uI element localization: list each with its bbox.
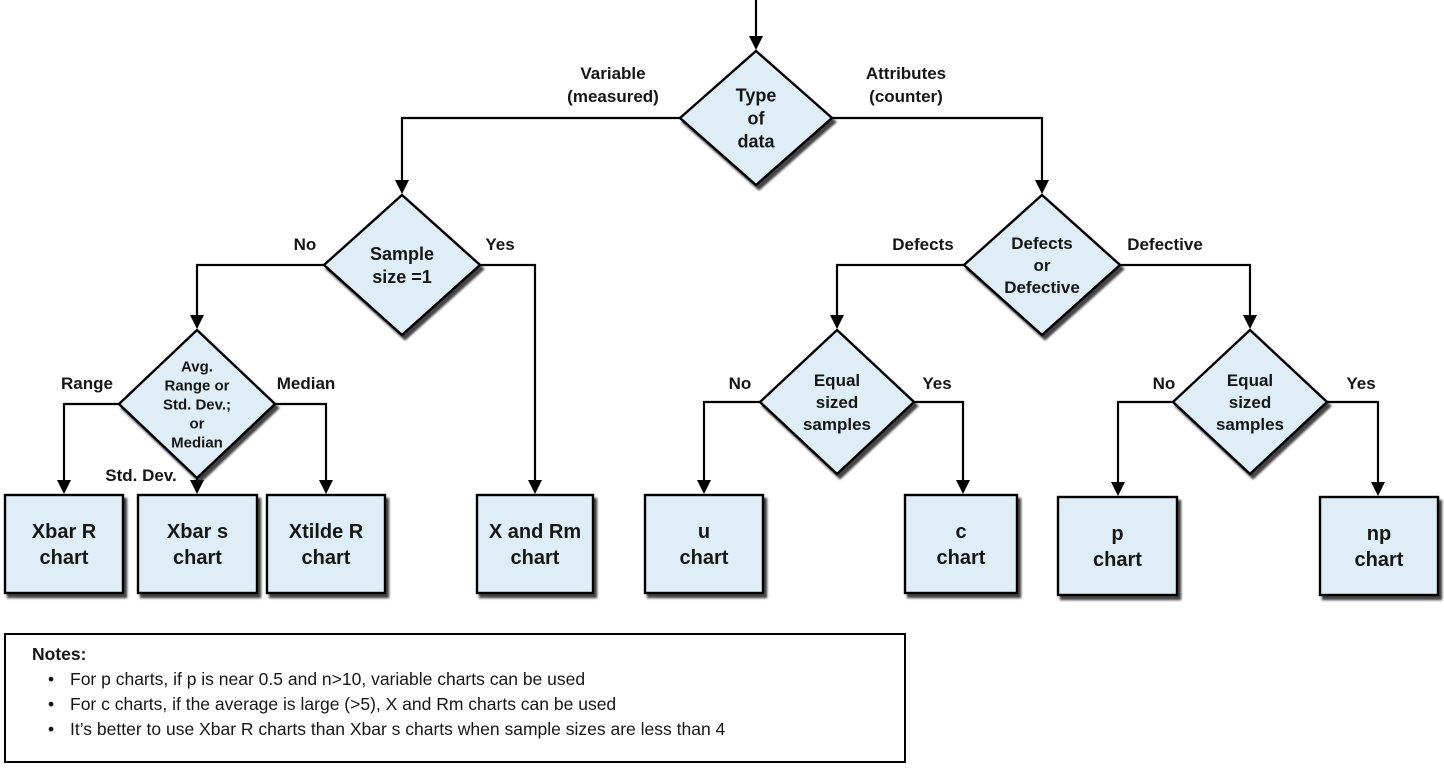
notes-list: • For p charts, if p is near 0.5 and n>10… <box>6 667 904 742</box>
notes-item-text: It’s better to use Xbar R charts than Xb… <box>70 719 726 739</box>
connectors-layer <box>57 0 1385 496</box>
equal-sized-samples-defects-shape <box>758 328 916 476</box>
sample-size-no-label: No <box>294 235 317 254</box>
type-of-data-variable-label: (measured) <box>567 87 659 106</box>
avg-median-label: Median <box>277 374 336 393</box>
equal-sized-samples-defective-shape <box>1171 328 1329 476</box>
type-of-data-shape <box>678 49 834 187</box>
type-of-data-variable-label: Variable <box>580 64 645 83</box>
avg-range-label: Range <box>61 374 113 393</box>
p-chart-shape <box>1056 495 1179 597</box>
xbar-s-chart-shape <box>136 493 259 595</box>
defects-branch-label: Defects <box>892 235 953 254</box>
notes-item-1: • For p charts, if p is near 0.5 and n>10… <box>6 667 904 692</box>
notes-item-2: • For c charts, if the average is large (… <box>6 692 904 717</box>
notes-title: Notes: <box>32 644 87 664</box>
bullet-icon: • <box>48 669 55 689</box>
sample-size-no-connector <box>190 263 324 329</box>
defects-branch-connector <box>830 263 964 329</box>
xtilde-r-chart-shape <box>265 493 387 595</box>
notes-item-3: • It’s better to use Xbar R charts than X… <box>6 717 904 742</box>
equal-defective-no-connector <box>1111 400 1173 496</box>
equal-defects-yes-label: Yes <box>922 374 951 393</box>
sample-size-yes-label: Yes <box>485 235 514 254</box>
avg-median-connector <box>275 402 333 494</box>
equal-defective-no-label: No <box>1153 374 1176 393</box>
avg-std-dev-label: Std. Dev. <box>105 466 176 485</box>
c-chart-shape <box>903 493 1019 595</box>
notes-item-text: For p charts, if p is near 0.5 and n>10,… <box>70 669 586 689</box>
type-of-data-attributes-label: (counter) <box>869 87 943 106</box>
notes-box: Notes: • For p charts, if p is near 0.5 a… <box>4 633 906 763</box>
equal-defects-yes-connector <box>914 400 970 494</box>
defects-or-defective-shape <box>962 193 1122 337</box>
sample-size-shape <box>322 193 482 337</box>
nodes-layer <box>3 49 1440 597</box>
x-and-rm-chart-shape <box>475 493 595 595</box>
sample-size-yes-connector <box>480 263 542 494</box>
type-of-data-variable-connector <box>395 116 680 194</box>
notes-item-text: For c charts, if the average is large (>… <box>70 694 617 714</box>
bullet-icon: • <box>48 694 55 714</box>
equal-defects-no-label: No <box>729 374 752 393</box>
bullet-icon: • <box>48 719 55 739</box>
xbar-r-chart-shape <box>3 493 125 595</box>
avg-range-connector <box>57 402 119 494</box>
avg-range-std-median-shape <box>117 328 277 480</box>
equal-defective-yes-connector <box>1327 400 1385 496</box>
type-of-data-attributes-connector <box>832 116 1049 194</box>
defective-branch-label: Defective <box>1127 235 1203 254</box>
u-chart-shape <box>643 493 765 595</box>
np-chart-shape <box>1318 495 1440 597</box>
defective-branch-connector <box>1120 263 1257 329</box>
equal-defects-no-connector <box>697 400 760 494</box>
equal-defective-yes-label: Yes <box>1346 374 1375 393</box>
type-of-data-attributes-label: Attributes <box>866 64 946 83</box>
